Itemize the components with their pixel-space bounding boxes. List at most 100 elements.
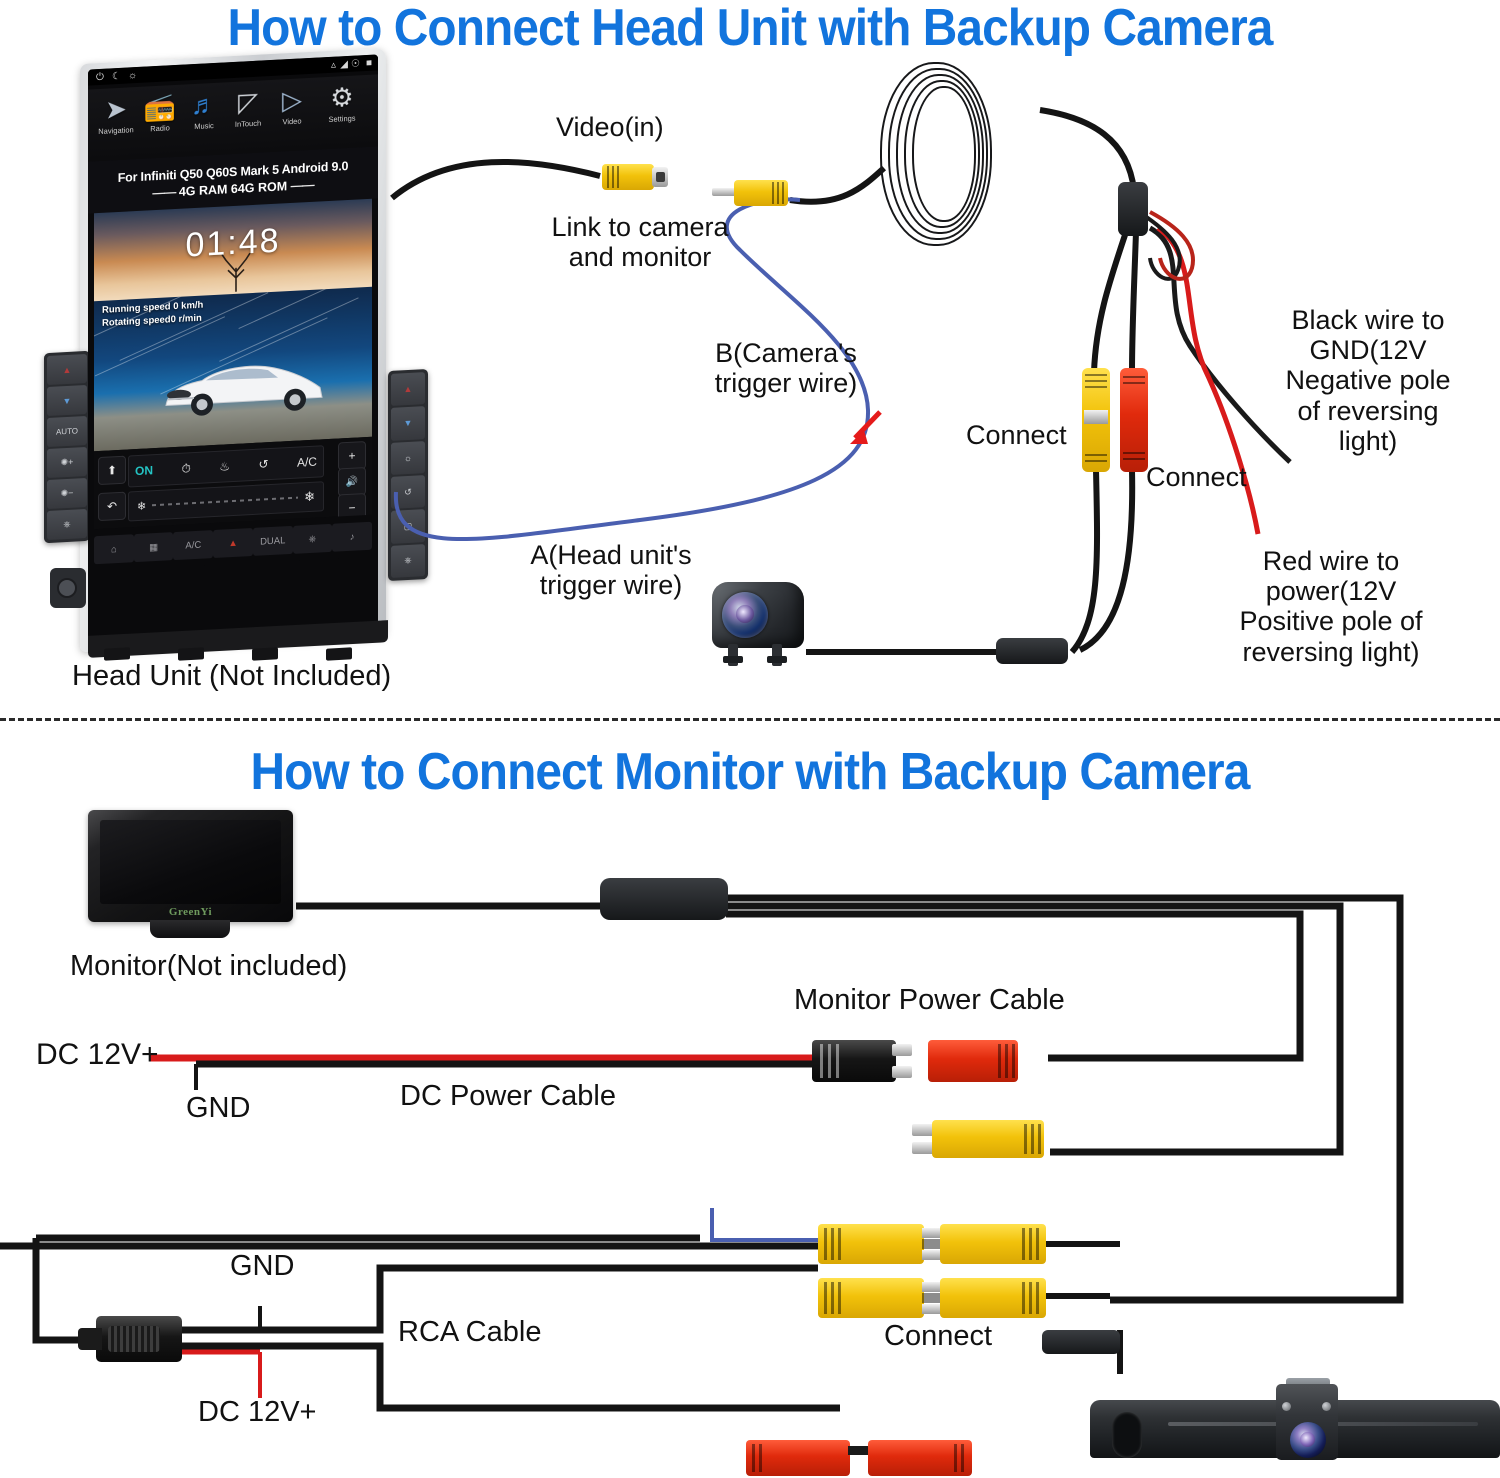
- monitor-caption: Monitor(Not included): [70, 950, 348, 982]
- temp-up-icon[interactable]: ▲: [391, 372, 425, 407]
- power-connector-red-monitor: [928, 1038, 1038, 1084]
- defrost-rear-icon[interactable]: ♨: [219, 459, 231, 474]
- label-dc-power-cable: DC Power Cable: [400, 1080, 616, 1112]
- head-unit-knob[interactable]: [50, 568, 86, 608]
- climate-control-panel[interactable]: ⬆ ↶ ON ⏱ ♨ ↺ A/C ❄ ❄ + 🔊 −: [94, 436, 372, 530]
- defrost-front-icon[interactable]: ⏱: [181, 460, 191, 476]
- backup-camera-bullet: [706, 578, 812, 670]
- head-unit-caption: Head Unit (Not Included): [72, 660, 392, 692]
- section-title-head-unit: How to Connect Head Unit with Backup Cam…: [227, 0, 1274, 57]
- app-label: Video: [282, 116, 302, 127]
- seat-heat-icon[interactable]: ⎈: [292, 523, 333, 554]
- fan-plus-icon[interactable]: ✺+: [47, 446, 87, 479]
- power-connector-red-camera: [1120, 368, 1148, 472]
- product-line-2: 4G RAM 64G ROM: [178, 178, 288, 199]
- label-gnd-top: GND: [186, 1092, 251, 1124]
- camera-lens-icon: [1290, 1422, 1326, 1458]
- recirc-icon[interactable]: ↺: [391, 475, 425, 510]
- car-illustration: [165, 365, 323, 416]
- brightness-icon[interactable]: ☼: [128, 70, 138, 82]
- rca-male-video: [712, 178, 798, 212]
- mute-icon[interactable]: 🔊: [338, 467, 366, 497]
- head-unit-left-buttons[interactable]: ▲ ▼ AUTO ✺+ ✺− ⎈: [44, 350, 90, 544]
- label-video-in: Video(in): [556, 112, 664, 142]
- music-icon[interactable]: ♪: [332, 521, 373, 552]
- camera-lens-icon: [722, 592, 768, 638]
- app-label: InTouch: [234, 118, 262, 129]
- label-red-wire-power: Red wire to power(12V Positive pole of r…: [1239, 546, 1423, 667]
- monitor-screen[interactable]: [100, 820, 281, 904]
- rca-female-video-in: [602, 160, 672, 194]
- monitor-brand-logo: GreenYi: [168, 906, 213, 918]
- ac-button[interactable]: A/C: [173, 530, 214, 561]
- label-connect-monitor: Connect: [884, 1320, 993, 1352]
- plate-mount-slot: [1112, 1412, 1142, 1458]
- dual-button[interactable]: DUAL: [252, 525, 293, 556]
- ac-label[interactable]: A/C: [296, 454, 317, 470]
- plate-camera-inline-module: [1042, 1330, 1120, 1354]
- temp-up-icon[interactable]: ▲: [213, 527, 253, 559]
- app-icon-video[interactable]: ▷ Video: [272, 84, 312, 127]
- auto-button[interactable]: AUTO: [47, 415, 87, 448]
- apps-grid-icon[interactable]: ▦: [133, 532, 174, 563]
- head-unit-screen[interactable]: ⏻ ☾ ☼ ▵ ◢ ☉ ■ ➤ Navigation 📻 Radio ♬: [88, 54, 378, 640]
- app-label: Navigation: [98, 125, 134, 137]
- defrost-icon[interactable]: ☼: [391, 440, 425, 475]
- temp-up-icon[interactable]: ▲: [47, 353, 87, 386]
- label-dc-12v-bottom: DC 12V+: [198, 1396, 317, 1428]
- extension-cable-coil: [880, 62, 1040, 252]
- label-link-to-camera: Link to camera and monitor: [551, 212, 729, 273]
- video-play-icon: ▷: [282, 84, 302, 116]
- mode-icon[interactable]: ▢: [391, 509, 425, 544]
- fan-icon: ❄: [137, 500, 147, 513]
- license-plate-camera: [1090, 1378, 1500, 1460]
- fan-icon: ❄: [304, 488, 315, 505]
- head-unit-right-buttons[interactable]: ▲ ▼ ☼ ↺ ▢ ⎈: [388, 368, 428, 582]
- label-connect-left: Connect: [966, 420, 1067, 450]
- wifi-icon: ▵: [330, 59, 336, 71]
- seat-icon[interactable]: ⎈: [391, 543, 425, 578]
- app-icon-intouch[interactable]: ◸ InTouch: [228, 86, 268, 129]
- recirculate-icon[interactable]: ↺: [258, 457, 269, 472]
- app-icon-music[interactable]: ♬ Music: [184, 88, 224, 131]
- up-arrow-icon[interactable]: ⬆: [98, 455, 126, 486]
- fan-speed-slider[interactable]: [152, 496, 299, 507]
- moon-icon[interactable]: ☾: [112, 70, 121, 83]
- app-icon-radio[interactable]: 📻 Radio: [140, 91, 180, 134]
- fan-speed-row[interactable]: ❄ ❄: [128, 481, 324, 522]
- app-label: Music: [194, 121, 214, 132]
- steering-wheel-icon: ◸: [238, 86, 258, 118]
- radio-icon: 📻: [143, 90, 177, 123]
- screen-clock: 01:48: [185, 221, 281, 265]
- power-connector-pair-bottom: [746, 1438, 976, 1478]
- rca-female-monitor-video: [912, 1118, 1052, 1160]
- label-trigger-wire-b: B(Camera's trigger wire): [714, 338, 858, 399]
- power-connector-black-monitor: [812, 1038, 916, 1084]
- app-icon-navigation[interactable]: ➤ Navigation: [96, 93, 136, 137]
- music-note-icon: ♬: [191, 88, 217, 121]
- app-label: Radio: [150, 123, 170, 134]
- head-unit-foot: [178, 647, 204, 661]
- rca-coupler-pair-upper: [818, 1222, 1048, 1268]
- app-icon-settings[interactable]: ⚙ Settings: [322, 81, 362, 124]
- temp-down-icon[interactable]: ▼: [47, 384, 87, 417]
- temp-down-icon[interactable]: ▼: [391, 406, 425, 441]
- label-monitor-power-cable: Monitor Power Cable: [794, 984, 1065, 1016]
- fan-minus-icon[interactable]: ✺−: [47, 477, 87, 510]
- power-icon[interactable]: ⏻: [96, 71, 104, 84]
- home-icon[interactable]: ⌂: [94, 534, 134, 565]
- label-connect-right: Connect: [1146, 462, 1247, 492]
- climate-mode-row[interactable]: ON ⏱ ♨ ↺ A/C: [128, 445, 324, 488]
- app-label: Settings: [328, 113, 356, 124]
- screen-wallpaper-sky: 01:48: [94, 198, 372, 304]
- head-unit-foot: [104, 647, 130, 661]
- label-dc-12v-top: DC 12V+: [36, 1038, 159, 1071]
- gear-icon: ⚙: [330, 81, 354, 113]
- rca-female-yellow-camera: [1082, 368, 1110, 472]
- monitor-cable-splitter: [600, 878, 728, 920]
- battery-icon: ■: [365, 57, 372, 70]
- back-arrow-icon[interactable]: ↶: [98, 491, 126, 522]
- volume-plus-button[interactable]: +: [338, 441, 366, 471]
- seat-heat-icon[interactable]: ⎈: [47, 508, 87, 541]
